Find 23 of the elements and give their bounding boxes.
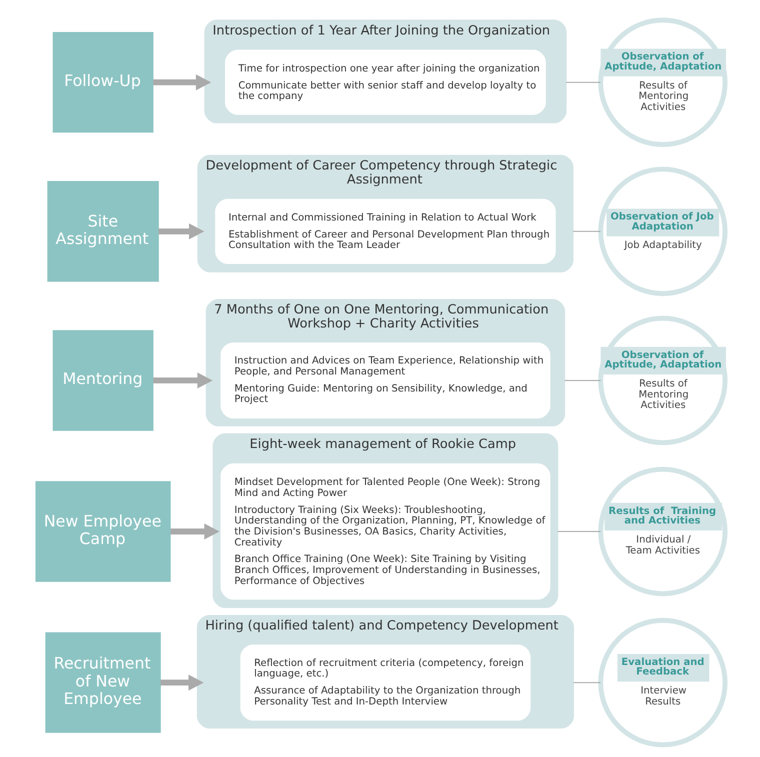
node-box: Reflection of recruitment criteria (competency, foreign language, etc.) Assurance of Adaptability to the Organization through Personality Test and In-Depth Interview <box>240 644 530 721</box>
arrow <box>158 223 204 240</box>
node-circle: Results of Training and Activities Individual / Team Activities <box>598 466 728 596</box>
arrow <box>152 372 212 388</box>
arrow <box>160 674 204 691</box>
arrow <box>152 74 211 90</box>
node-box: Mentoring <box>52 330 153 431</box>
connector <box>572 682 601 684</box>
node-box: Internal and Commissioned Training in Relation to Actual Work Establishment of Career and Personal Development Plan through Consultation with the Team Leader <box>214 198 556 264</box>
node-circle: Evaluation and Feedback Interview Results <box>598 618 728 748</box>
connector <box>572 230 600 232</box>
node-box: Site Assignment <box>46 181 158 282</box>
node-box: Recruitment of New Employee <box>44 632 160 733</box>
connector <box>565 82 600 83</box>
node-box: Follow-Up <box>52 32 153 133</box>
node-box: Mindset Development for Talented People (One Week): Strong Mind and Acting Power Introductory Training (Six Weeks): Troubleshooting, Understanding of the Organization, Planning, PT, Knowledge of the Division's Businesses, OA Basics, Charity Activities, Creativity Branch Office Training (One Week): Site Training by Visiting Branch Offices, Improvement of Understanding in Businesses, Performance of Objectives <box>220 463 550 600</box>
node-box: Instruction and Advices on Team Experience, Relationship with People, and Personal Management Mentoring Guide: Mentoring on Sensibility, Knowledge, and Project <box>220 342 550 418</box>
node-circle: Observation of Job Adaptation Job Adaptability <box>598 166 728 296</box>
connector <box>556 531 601 532</box>
arrow <box>170 524 220 540</box>
node-box: New Employee Camp <box>34 481 170 582</box>
connector <box>564 380 601 381</box>
node-box: Time for introspection one year after joining the organization Communicate better with senior staff and develop loyalty to the company <box>224 50 546 115</box>
